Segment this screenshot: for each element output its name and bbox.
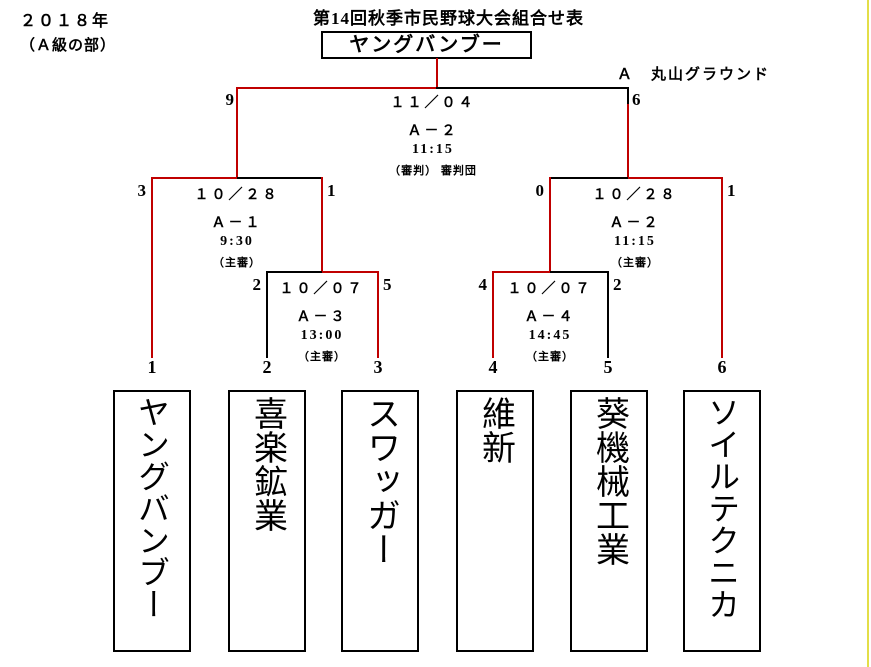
champion-box: ヤングバンブー	[321, 31, 532, 59]
final-left-score: 9	[225, 90, 235, 109]
match4-time: 14:45	[528, 328, 572, 343]
final-time: 11:15	[412, 142, 454, 157]
final-officials: （審判） 審判団	[389, 165, 477, 177]
final-top-line-loser-segment	[436, 87, 628, 89]
team5-seed: 5	[603, 357, 613, 377]
team6-name: ソイルテクニカ	[704, 396, 740, 620]
team1-name: ヤングバンブー	[134, 396, 170, 620]
match4-right-score: 2	[613, 275, 622, 294]
team6-seed: 6	[717, 357, 727, 377]
match3-line-loser-segment	[266, 271, 322, 273]
semifinal1-field-code: Ａ－１	[211, 216, 263, 231]
team3-line	[377, 271, 379, 358]
final-right-stub-line	[627, 87, 629, 104]
semifinal2-info: １０／２８ Ａ－２ 11:15 （主審）	[535, 184, 735, 270]
semifinal2-officials: （主審）	[611, 257, 659, 269]
semifinal2-line-loser-segment	[550, 177, 628, 179]
match4-winner-connector-line	[549, 177, 551, 273]
final-right-score: 6	[632, 90, 641, 109]
match3-left-score: 2	[252, 275, 262, 294]
semifinal1-info: １０／２８ Ａ－１ 9:30 （主審）	[137, 184, 337, 270]
page-edge-line	[867, 0, 869, 667]
match4-line-loser-segment	[550, 271, 609, 273]
semifinal2-line-winner-segment	[628, 177, 722, 179]
team1-line	[151, 177, 153, 358]
team-box-5: 葵機械工業	[570, 390, 648, 652]
year-label: ２０１８年	[20, 13, 111, 30]
semifinal1-left-score: 3	[137, 181, 147, 200]
match3-field-code: Ａ－３	[296, 310, 348, 325]
team-box-6: ソイルテクニカ	[683, 390, 761, 652]
team-box-1: ヤングバンブー	[113, 390, 191, 652]
team5-name: 葵機械工業	[590, 396, 629, 566]
semifinal2-date: １０／２８	[592, 188, 678, 203]
team-box-3: スワッガー	[341, 390, 419, 652]
team2-seed: 2	[262, 357, 272, 377]
team-box-4: 維新	[456, 390, 534, 652]
match3-officials: （主審）	[298, 351, 346, 363]
match4-info: １０／０７ Ａ－４ 14:45 （主審）	[450, 278, 650, 364]
semifinal1-time: 9:30	[220, 234, 254, 249]
semifinal1-line-loser-segment	[237, 177, 323, 179]
team4-line	[492, 271, 494, 358]
final-left-line	[236, 87, 238, 179]
team-box-2: 喜楽鉱業	[228, 390, 306, 652]
team6-line	[721, 177, 723, 358]
match4-line-winner-segment	[492, 271, 550, 273]
match3-time: 13:00	[300, 328, 344, 343]
semifinal2-right-score: 1	[727, 181, 736, 200]
final-field-code: Ａ－２	[407, 124, 459, 139]
match4-left-score: 4	[478, 275, 488, 294]
page-title: 第14回秋季市民野球大会組合せ表	[313, 9, 584, 28]
match3-info: １０／０７ Ａ－３ 13:00 （主審）	[222, 278, 422, 364]
match4-date: １０／０７	[507, 282, 593, 297]
match4-field-code: Ａ－４	[524, 310, 576, 325]
team4-seed: 4	[488, 357, 498, 377]
team3-name: スワッガー	[361, 396, 400, 566]
team2-line	[266, 271, 268, 358]
semifinal1-line-winner-segment	[152, 177, 237, 179]
semifinal1-date: １０／２８	[194, 188, 280, 203]
final-info: １１／０４ Ａ－２ 11:15 （審判） 審判団	[333, 92, 533, 178]
champion-connector-line	[436, 58, 438, 88]
champion-name: ヤングバンブー	[349, 34, 504, 56]
match3-right-score: 5	[383, 275, 392, 294]
team2-name: 喜楽鉱業	[248, 396, 287, 532]
semifinal1-right-score: 1	[327, 181, 336, 200]
team5-line	[607, 271, 609, 358]
team1-seed: 1	[147, 357, 157, 377]
semifinal2-field-code: Ａ－２	[609, 216, 661, 231]
match4-officials: （主審）	[526, 351, 574, 363]
semifinal2-left-score: 0	[535, 181, 545, 200]
team3-seed: 3	[373, 357, 383, 377]
venue-label: Ａ 丸山グラウンド	[617, 67, 771, 83]
final-date: １１／０４	[390, 96, 476, 111]
division-label: （Ａ級の部）	[20, 38, 117, 54]
match3-line-winner-segment	[322, 271, 379, 273]
match3-date: １０／０７	[279, 282, 365, 297]
semifinal1-officials: （主審）	[213, 257, 261, 269]
match3-winner-connector-line	[321, 177, 323, 273]
team4-name: 維新	[476, 396, 515, 464]
final-right-line	[627, 104, 629, 179]
semifinal2-time: 11:15	[614, 234, 656, 249]
final-top-line-winner-segment	[237, 87, 438, 89]
